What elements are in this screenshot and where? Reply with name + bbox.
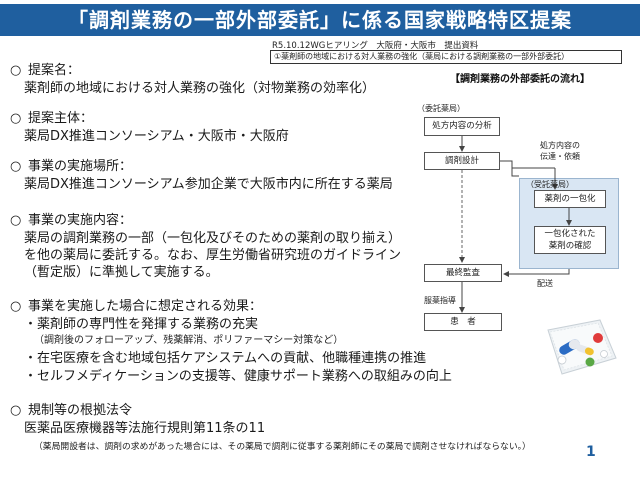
proposal-tag: ①薬剤師の地域における対人業務の強化（薬局における調剤業務の一部外部委託） <box>270 50 622 64</box>
entrusting-pharmacy-label: （委託薬局） <box>417 104 465 113</box>
box-patient: 患 者 <box>424 313 502 331</box>
section-law-text: 医薬品医療機器等法施行規則第11条の11 <box>24 421 266 436</box>
box-dispensing-design: 調剤設計 <box>424 152 500 170</box>
box-final-audit: 最終監査 <box>424 264 502 282</box>
section-proposer-heading: ○提案主体： <box>10 111 94 126</box>
box-unit-dose-packaging: 薬剤の一包化 <box>534 190 606 208</box>
section-proposer-text: 薬局DX推進コンソーシアム・大阪市・大阪府 <box>24 129 289 144</box>
title-bar <box>0 4 640 36</box>
law-note: （薬局開設者は、調剤の求めがあった場合には、その薬局で調剤に従事する薬剤師にその… <box>34 442 531 452</box>
section-content-heading: ○事業の実施内容： <box>10 213 133 228</box>
effect-item-2: ・在宅医療を含む地域包括ケアシステムへの貢献、他職種連携の推進 <box>24 351 427 366</box>
section-content-line-1: 薬局の調剤業務の一部（一包化及びそのための薬剤の取り揃え） <box>24 231 402 246</box>
box-packaged-drug-check: 一包化された 薬剤の確認 <box>534 226 606 254</box>
effect-item-1: ・薬剤師の専門性を発揮する業務の充実 <box>24 317 259 332</box>
transmit-label-1: 処方内容の <box>540 141 580 150</box>
transmit-label-2: 伝達・依頼 <box>540 152 580 161</box>
hearing-meta: R5.10.12WGヒアリング 大阪府・大阪市 提出資料 <box>272 41 479 51</box>
flow-title: 【調剤業務の外部委託の流れ】 <box>450 74 590 85</box>
section-law-heading: ○規制等の根拠法令 <box>10 403 133 418</box>
receiving-pharmacy-label: （受託薬局） <box>526 180 574 189</box>
check-line-1: 一包化された <box>544 229 596 239</box>
box-prescription-analysis: 処方内容の分析 <box>424 117 500 136</box>
check-line-2: 薬剤の確認 <box>548 241 592 251</box>
section-location-heading: ○事業の実施場所： <box>10 159 133 174</box>
medicine-packet-illustration <box>547 319 617 375</box>
section-content-line-2: を他の薬局に委託する。なお、厚生労働省研究班のガイドライン <box>24 248 402 263</box>
effect-item-3: ・セルフメディケーションの支援等、健康サポート業務への取組みの向上 <box>24 369 452 384</box>
medication-guidance-label: 服薬指導 <box>424 296 456 305</box>
section-name-text: 薬剤師の地域における対人業務の強化（対物業務の効率化） <box>24 81 376 96</box>
delivery-label: 配送 <box>537 279 553 288</box>
section-name-heading: ○提案名： <box>10 63 81 78</box>
page-number: 1 <box>586 444 596 460</box>
section-content-line-3: （暫定版）に準拠して実施する。 <box>24 265 219 280</box>
section-effects-heading: ○事業を実施した場合に想定される効果： <box>10 299 263 314</box>
section-location-text: 薬局DX推進コンソーシアム参加企業で大阪市内に所在する薬局 <box>24 177 393 192</box>
effect-item-1-note: （調剤後のフォローアップ、残薬解消、ポリファーマシー対策など） <box>34 335 344 346</box>
page-title: 「調剤業務の一部外部委託」に係る国家戦略特区提案 <box>68 8 572 32</box>
